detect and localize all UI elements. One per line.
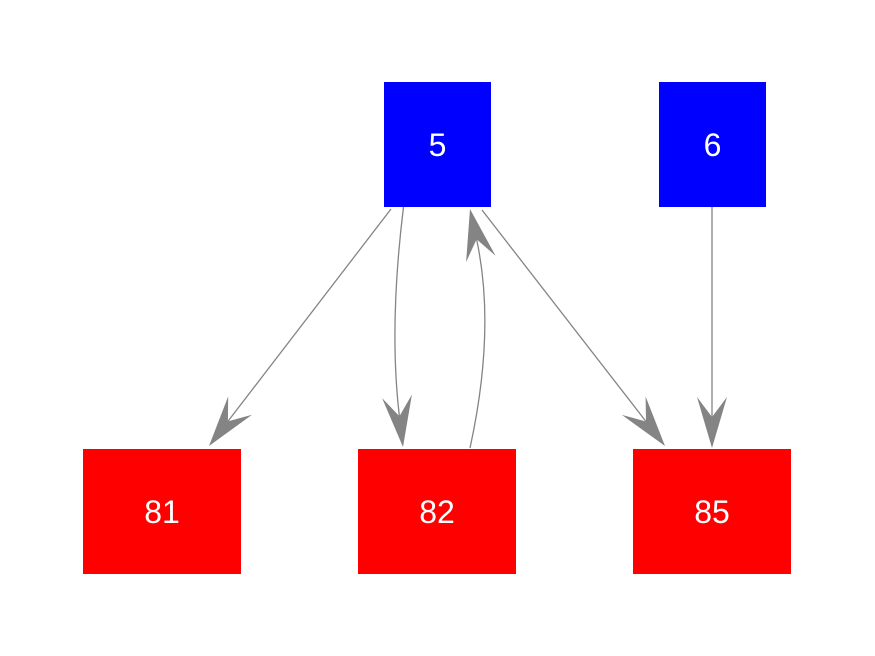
graph-node-6[interactable]: 6 bbox=[659, 82, 766, 207]
node-label-82: 82 bbox=[419, 493, 455, 530]
graph-node-81[interactable]: 81 bbox=[83, 449, 241, 574]
edge-arrowhead-6-to-85 bbox=[697, 397, 727, 448]
node-label-85: 85 bbox=[694, 493, 730, 530]
graph-node-5[interactable]: 5 bbox=[384, 82, 491, 207]
node-label-5: 5 bbox=[428, 126, 447, 163]
node-label-6: 6 bbox=[703, 126, 722, 163]
graph-node-85[interactable]: 85 bbox=[633, 449, 791, 574]
edge-arrowhead-5-to-85 bbox=[621, 396, 665, 446]
node-label-81: 81 bbox=[144, 493, 180, 530]
graph-edge-5-to-81 bbox=[227, 208, 392, 422]
graph-edge-5-to-82 bbox=[394, 206, 405, 417]
edge-arrowhead-82-to-5 bbox=[466, 209, 496, 262]
graph-edge-5-to-85 bbox=[481, 209, 647, 422]
graph-node-82[interactable]: 82 bbox=[358, 449, 516, 574]
graph-edge-82-to-5 bbox=[469, 239, 486, 449]
edge-arrowhead-5-to-81 bbox=[209, 396, 252, 446]
edge-arrowhead-5-to-82 bbox=[382, 394, 412, 447]
